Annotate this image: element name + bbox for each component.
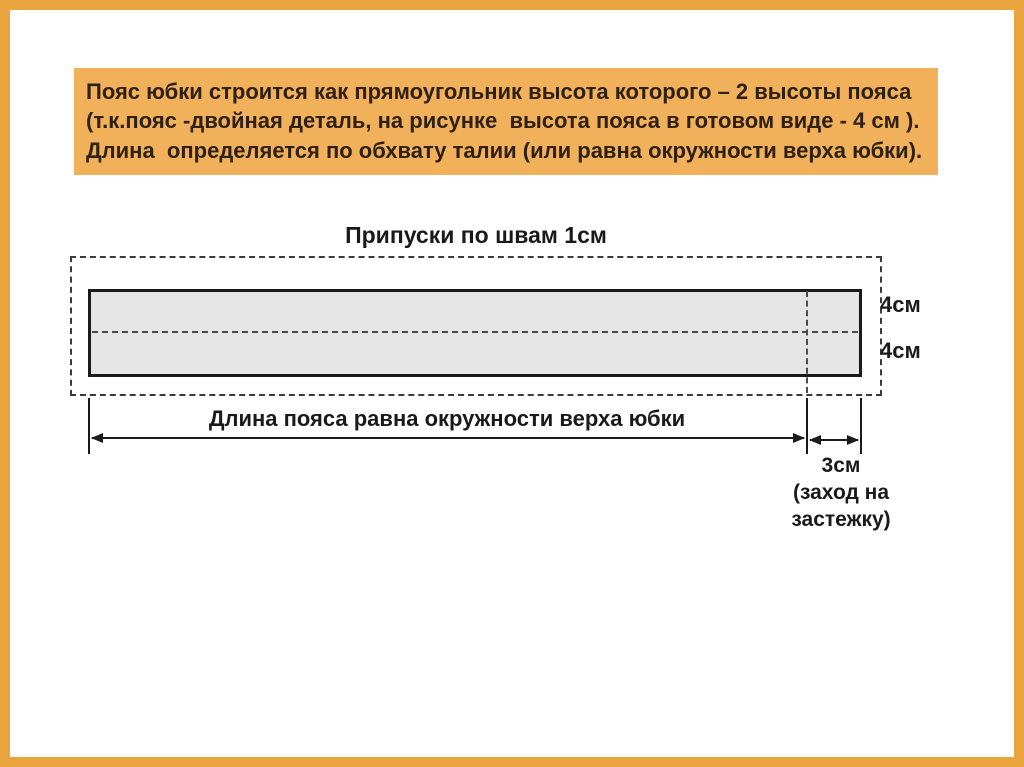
- overlap-dimension-line: [810, 439, 858, 441]
- overlap-dashed-line: [806, 291, 808, 393]
- intro-line-2: (т.к.пояс -двойная деталь, на рисунке вы…: [86, 108, 920, 134]
- extension-tick-left: [88, 398, 90, 454]
- intro-line-3: Длина определяется по обхвату талии (или…: [86, 137, 923, 163]
- height-label-top: 4см: [880, 292, 921, 317]
- extension-tick-right: [860, 398, 862, 454]
- fold-line: [92, 331, 858, 333]
- arrow-right-small-icon: [847, 435, 859, 445]
- length-dimension-label: Длина пояса равна окружности верха юбки: [208, 406, 686, 431]
- arrow-left-small-icon: [809, 435, 821, 445]
- intro-line-1: Пояс юбки строится как прямоугольник выс…: [86, 79, 912, 104]
- intro-text-box: Пояс юбки строится как прямоугольник выс…: [74, 68, 938, 176]
- arrow-left-icon: [91, 433, 103, 443]
- arrow-right-icon: [793, 433, 805, 443]
- overlap-label: 3см (заход на застежку): [791, 454, 891, 531]
- seam-allowance-outline: [70, 256, 882, 396]
- length-dimension-line: [92, 437, 804, 439]
- belt-rectangle: [88, 289, 862, 377]
- height-label-bottom: 4см: [880, 338, 921, 363]
- seam-allowance-label: Припуски по швам 1см: [345, 222, 607, 248]
- extension-tick-middle: [806, 398, 808, 454]
